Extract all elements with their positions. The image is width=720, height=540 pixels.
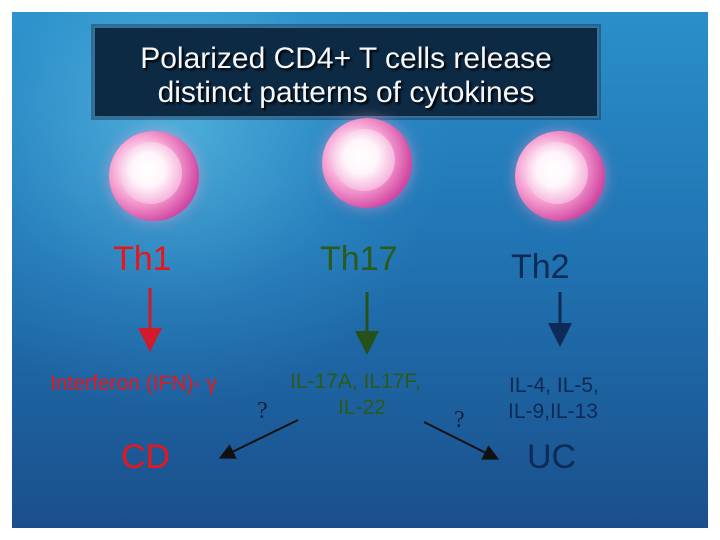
th2-cytokines-line1: IL-4, IL-5,	[509, 373, 599, 398]
th1-cytokines: Interferon (IFN)- γ	[50, 371, 217, 396]
question-mark-left: ?	[257, 398, 268, 425]
arrow-to-cd	[226, 420, 298, 455]
th17-cytokines-line2: IL-22	[338, 395, 386, 420]
th17-cytokines-line1: IL-17A, IL17F,	[290, 369, 421, 394]
uc-outcome: UC	[527, 438, 576, 476]
question-mark-right: ?	[454, 407, 465, 434]
th2-cytokines-line2: IL-9,IL-13	[508, 399, 598, 424]
cd-outcome: CD	[121, 438, 170, 476]
